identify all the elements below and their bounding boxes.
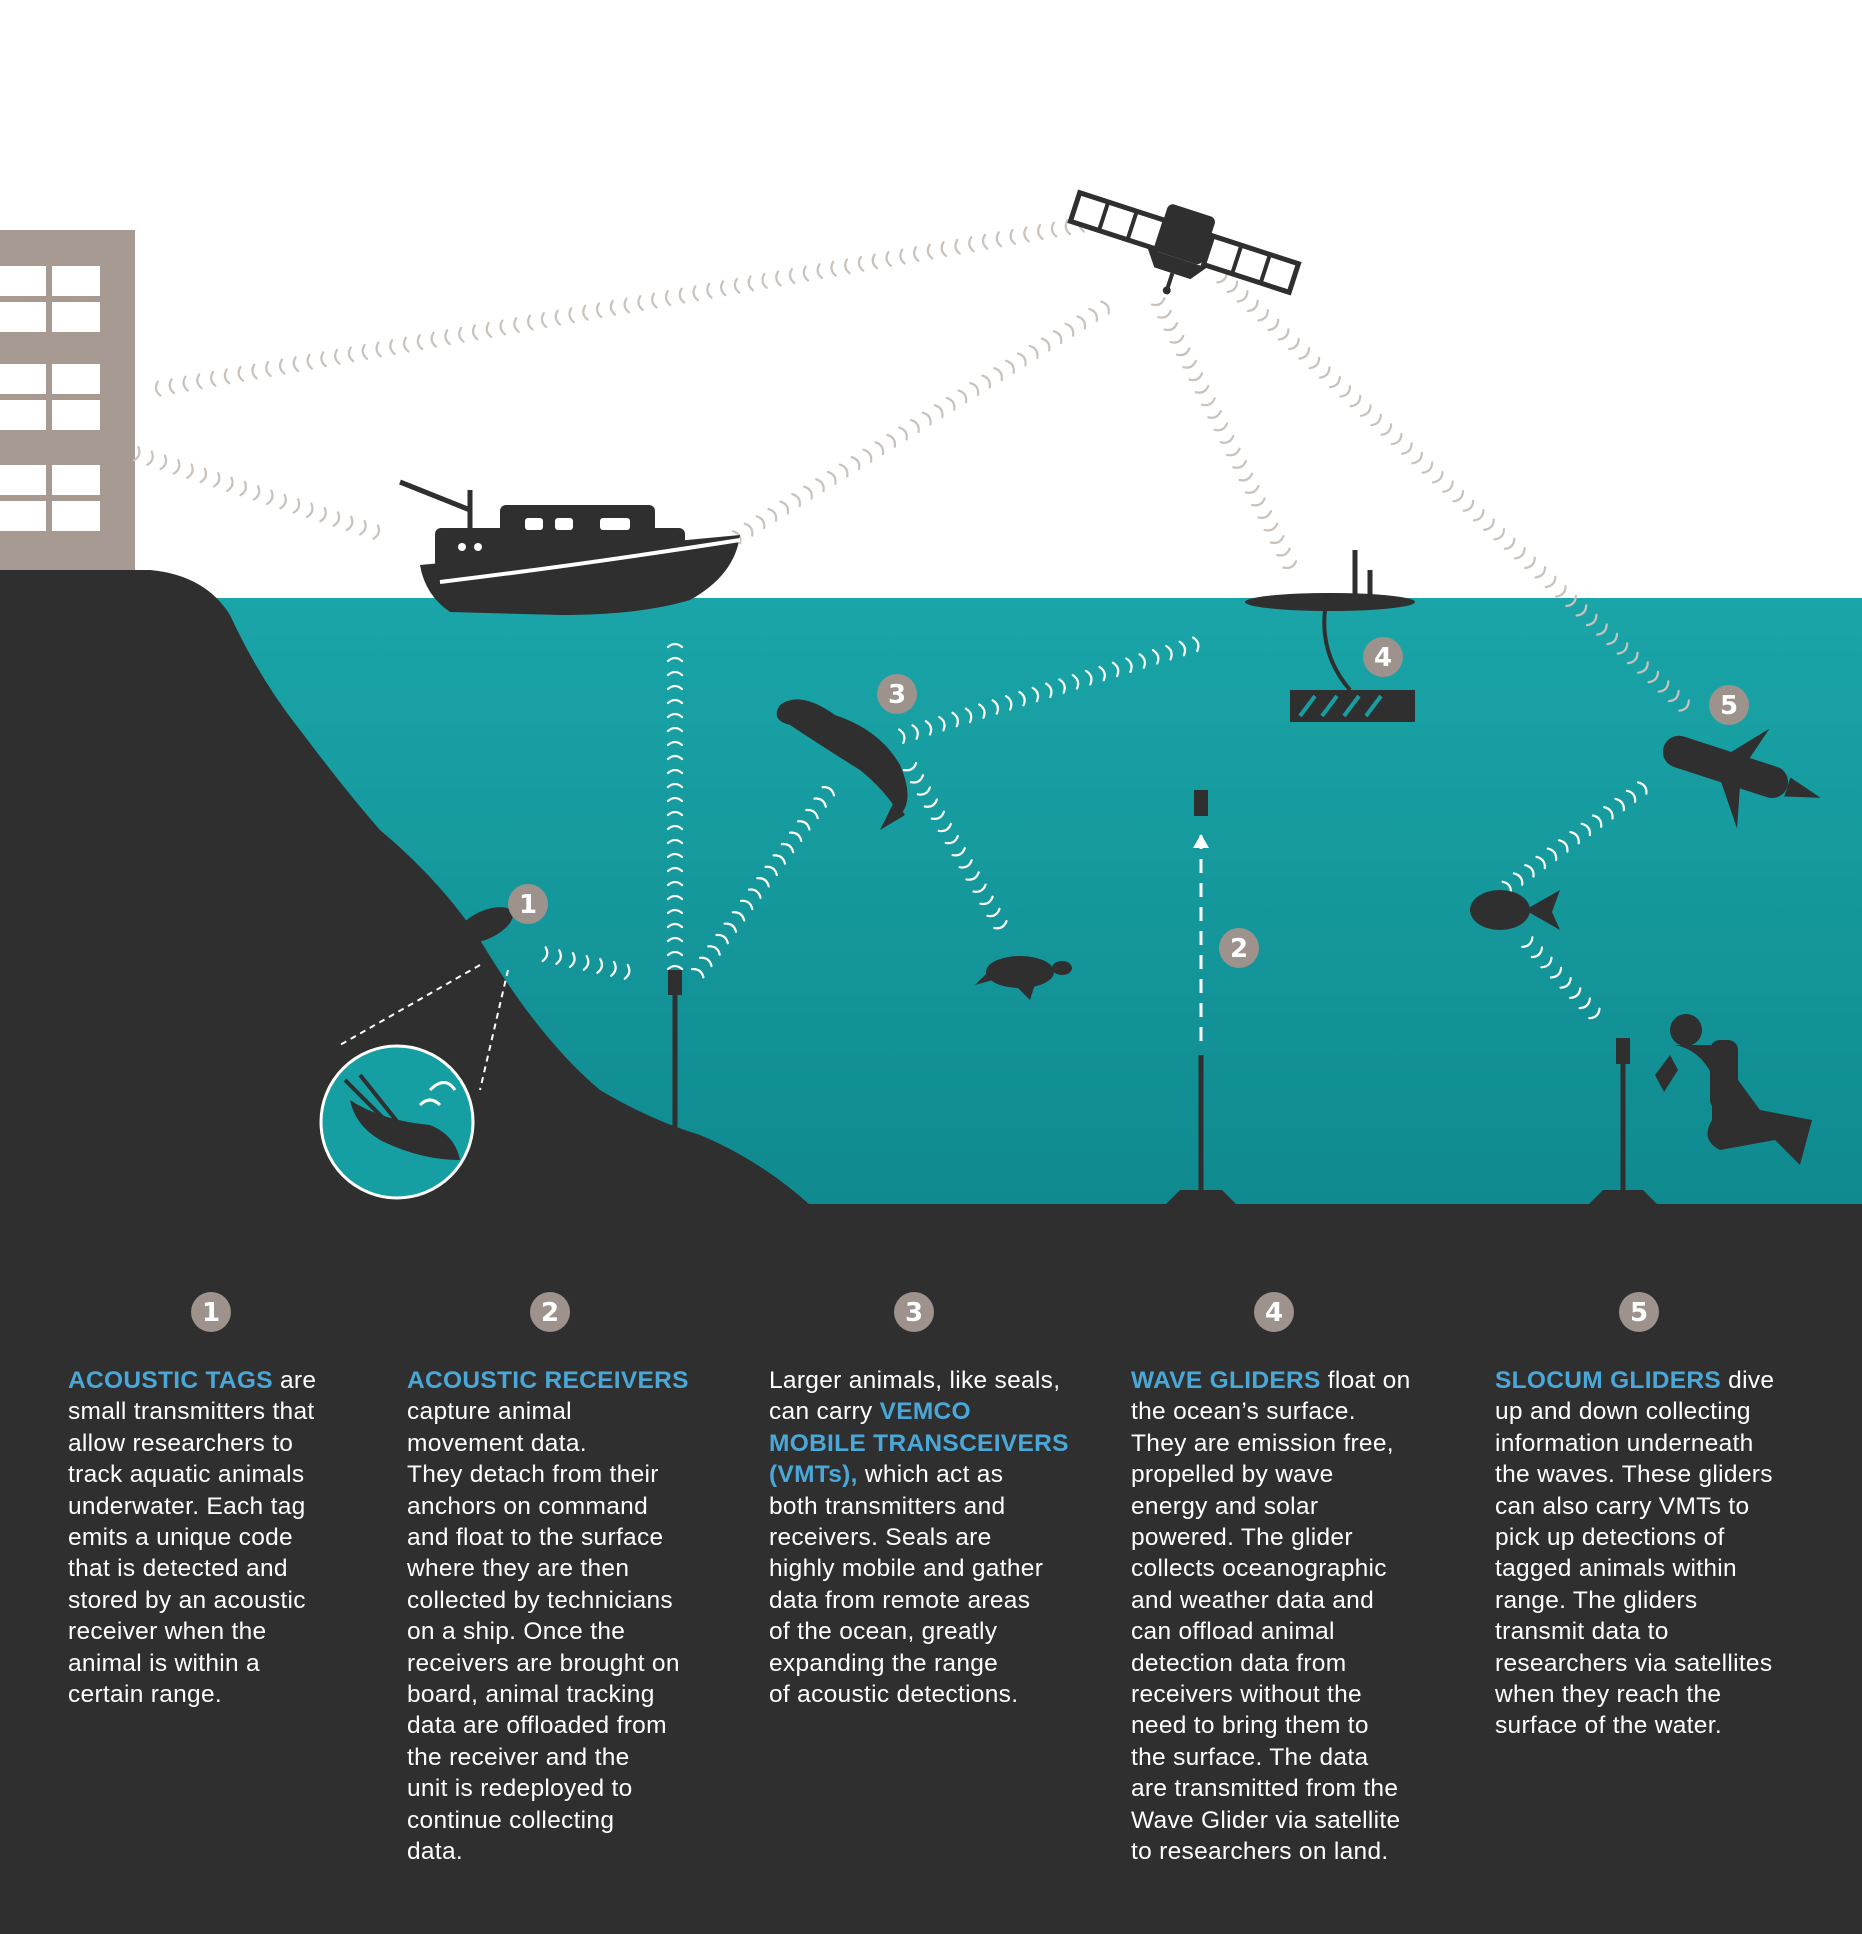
column-badge-4: 4 (1254, 1292, 1294, 1332)
slocum-glider-icon (1662, 728, 1821, 829)
cliff (0, 570, 810, 1205)
svg-text:3: 3 (905, 1298, 923, 1328)
signal-receiver-seal (690, 786, 836, 979)
signal-fish-slocum (1501, 781, 1648, 895)
column-2-highlight: ACOUSTIC RECEIVERS (407, 1367, 689, 1394)
svg-text:5: 5 (1630, 1298, 1648, 1328)
column-4-body: float on the ocean’s surface. They are e… (1131, 1367, 1411, 1866)
column-5-highlight: SLOCUM GLIDERS (1495, 1367, 1722, 1394)
tagging-inset (319, 964, 509, 1200)
signal-satellite-slocum (1216, 271, 1690, 712)
signal-seal-waveglider (898, 636, 1200, 744)
turtle-icon (975, 956, 1072, 1000)
receiver-mooring-2 (1165, 790, 1237, 1205)
sky (0, 0, 1862, 600)
column-acoustic-tags: ACOUSTIC TAGS are small transmitters tha… (68, 1365, 358, 1710)
receiver-mooring-1 (668, 970, 682, 1140)
signal-fish-slocum-chevrons (1501, 781, 1648, 895)
seal-icon (776, 699, 908, 830)
svg-text:1: 1 (202, 1298, 220, 1328)
column-badge-1: 1 (191, 1292, 231, 1332)
lobster-icon (457, 907, 513, 943)
column-slocum-gliders: SLOCUM GLIDERS dive up and down collecti… (1495, 1365, 1795, 1742)
svg-text:4: 4 (1374, 643, 1392, 673)
scene-marker-1: 1 (508, 884, 548, 924)
signal-seal-waveglider-chevrons (898, 636, 1200, 744)
signal-receiver-boat-chevrons (666, 642, 684, 971)
signal-lobster-receiver (541, 946, 631, 980)
signal-satellite-building-lower-chevrons (132, 446, 381, 540)
satellite-icon (1067, 189, 1302, 296)
svg-text:3: 3 (888, 680, 906, 710)
scene-marker-2: 2 (1219, 928, 1259, 968)
diver-icon (1655, 1014, 1812, 1165)
column-1-highlight: ACOUSTIC TAGS (68, 1367, 273, 1394)
svg-text:2: 2 (1230, 934, 1248, 964)
receiver-mooring-3 (1588, 1038, 1658, 1205)
column-wave-gliders: WAVE GLIDERS float on the ocean’s surfac… (1131, 1365, 1431, 1868)
wave-glider-icon (1245, 550, 1415, 722)
signal-satellite-waveglider (1150, 297, 1298, 570)
signal-receiver-boat (666, 642, 684, 971)
building-icon (0, 230, 135, 570)
column-1-body: are small transmitters that allow resear… (68, 1367, 317, 1709)
column-3-intro: Larger animals, like seals, can carry (769, 1367, 1061, 1426)
scene-marker-5: 5 (1709, 685, 1749, 725)
signal-receiver-seal-chevrons (690, 786, 836, 979)
signal-paths (132, 209, 1690, 1020)
signal-lobster-receiver-chevrons (541, 946, 631, 980)
scene-marker-3: 3 (877, 674, 917, 714)
svg-text:1: 1 (519, 890, 537, 920)
column-3-body: which act as both transmitters and recei… (769, 1461, 1044, 1709)
signal-seal-turtle-chevrons (902, 762, 1008, 930)
signal-satellite-waveglider-chevrons (1150, 297, 1298, 570)
svg-text:2: 2 (541, 1298, 559, 1328)
column-2-body: capture animal movement data. They detac… (407, 1398, 680, 1866)
column-badge-2: 2 (530, 1292, 570, 1332)
svg-text:5: 5 (1720, 691, 1738, 721)
column-5-body: dive up and down collecting information … (1495, 1367, 1775, 1740)
column-4-highlight: WAVE GLIDERS (1131, 1367, 1321, 1394)
scene-marker-4: 4 (1363, 637, 1403, 677)
column-acoustic-receivers: ACOUSTIC RECEIVERS capture animal moveme… (407, 1365, 697, 1868)
svg-text:4: 4 (1265, 1298, 1283, 1328)
column-vmts: Larger animals, like seals, can carry VE… (769, 1365, 1069, 1710)
signal-fish-receiver (1521, 936, 1601, 1020)
signal-fish-receiver-chevrons (1521, 936, 1601, 1020)
sea-floor (0, 1204, 1862, 1934)
column-badge-5: 5 (1619, 1292, 1659, 1332)
column-3-highlight: VEMCO MOBILE TRANSCEIVERS (VMTs), (769, 1398, 1069, 1489)
signal-seal-turtle (902, 762, 1008, 930)
research-boat-icon (399, 479, 741, 615)
signal-satellite-slocum-chevrons (1216, 271, 1690, 712)
signal-satellite-building-lower (132, 446, 381, 540)
column-badge-3: 3 (894, 1292, 934, 1332)
fish-icon (1470, 890, 1560, 930)
